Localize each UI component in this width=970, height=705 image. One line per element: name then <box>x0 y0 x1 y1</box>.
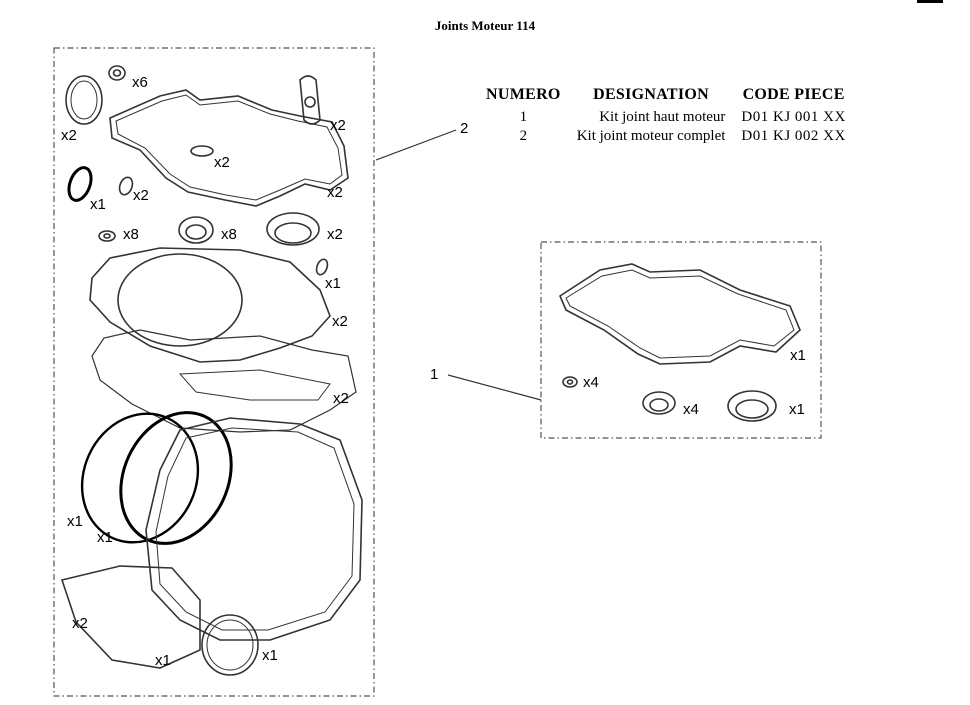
kit2-leader-line <box>375 129 457 161</box>
table-row: 1 Kit joint haut moteur D01 KJ 001 XX <box>478 108 854 127</box>
crankcase-gasket <box>145 417 363 641</box>
cylinder-head-gasket <box>89 247 331 363</box>
qty-label: x1 <box>262 647 278 664</box>
parts-table: NUMERO DESIGNATION CODE PIECE 1 Kit join… <box>478 86 854 146</box>
qty-label: x2 <box>133 187 149 204</box>
header-designation: DESIGNATION <box>593 86 710 103</box>
o-ring-black <box>67 166 93 202</box>
tab-gasket <box>299 75 321 125</box>
kit1-callout: 1 <box>430 366 438 383</box>
qty-label: x8 <box>221 226 237 243</box>
kit1-valve-cover-gasket <box>558 263 801 365</box>
page-title: Joints Moteur 114 <box>434 18 536 33</box>
cover-gasket <box>60 565 201 669</box>
qty-label: x2 <box>327 184 343 201</box>
qty-label: x2 <box>332 313 348 330</box>
qty-label: x1 <box>325 275 341 292</box>
round-seal-large <box>65 75 103 125</box>
header-code: CODE PIECE <box>742 86 845 103</box>
qty-label: x2 <box>327 226 343 243</box>
qty-label: x1 <box>155 652 171 669</box>
cell-code: D01 KJ 002 XX <box>741 128 846 144</box>
kit1-boundary <box>540 241 822 439</box>
large-seal <box>266 212 320 246</box>
qty-label: x1 <box>67 513 83 530</box>
kit2-boundary <box>53 47 375 697</box>
qty-label: x1 <box>790 347 806 364</box>
cell-numero: 1 <box>519 109 528 125</box>
cell-numero: 2 <box>519 128 528 144</box>
qty-label: x4 <box>583 374 599 391</box>
qty-label: x4 <box>683 401 699 418</box>
cell-designation: Kit joint moteur complet <box>576 128 726 144</box>
kit1-oil-seal <box>642 391 676 415</box>
qty-label: x8 <box>123 226 139 243</box>
qty-label: x1 <box>789 401 805 418</box>
valve-cover-gasket <box>109 89 349 207</box>
table-header-row: NUMERO DESIGNATION CODE PIECE <box>478 86 854 108</box>
qty-label: x1 <box>97 529 113 546</box>
cell-designation: Kit joint haut moteur <box>599 109 726 125</box>
kit1-leader-line <box>447 374 542 401</box>
oil-seal <box>178 216 214 244</box>
round-cover-gasket <box>201 614 259 676</box>
qty-label: x2 <box>214 154 230 171</box>
table-row: 2 Kit joint moteur complet D01 KJ 002 XX <box>478 127 854 146</box>
qty-label: x1 <box>90 196 106 213</box>
kit2-callout: 2 <box>460 120 468 137</box>
small-washer <box>108 65 126 81</box>
kit1-washer <box>562 376 578 388</box>
cell-code: D01 KJ 001 XX <box>741 109 846 125</box>
kit1-large-seal <box>727 390 777 422</box>
corner-mark <box>917 0 943 3</box>
qty-label: x2 <box>330 117 346 134</box>
qty-label: x2 <box>72 615 88 632</box>
qty-label: x2 <box>333 390 349 407</box>
qty-label: x6 <box>132 74 148 91</box>
header-numero: NUMERO <box>486 86 561 103</box>
qty-label: x2 <box>61 127 77 144</box>
